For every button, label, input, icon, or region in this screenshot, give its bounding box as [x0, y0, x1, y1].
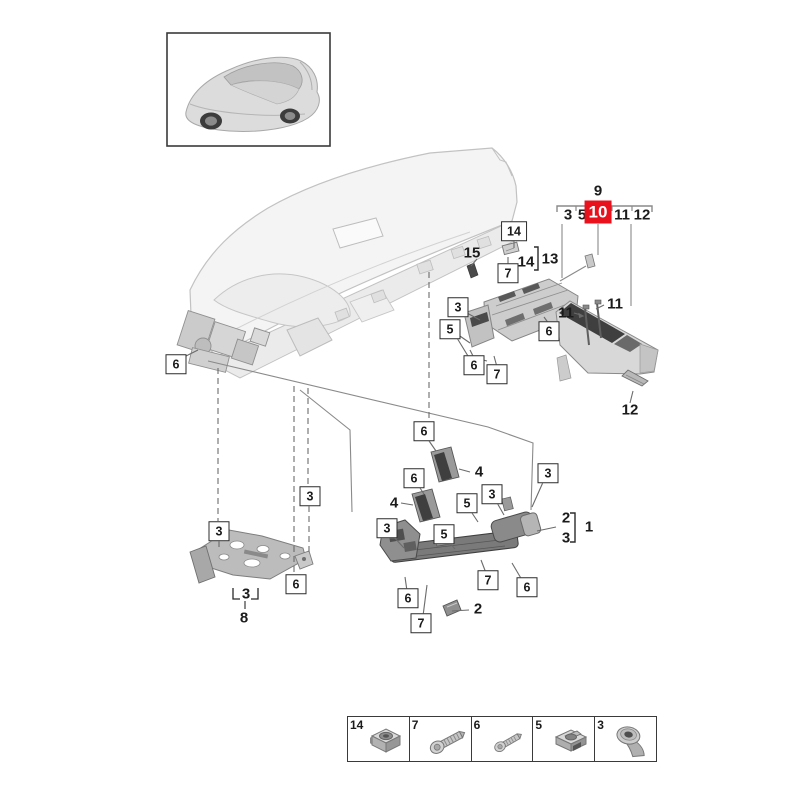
- callout-3[interactable]: 3: [299, 486, 321, 506]
- callout-15[interactable]: 15: [463, 244, 481, 262]
- fastener-legend: 14 7 6 5 3: [347, 716, 657, 762]
- callout-11[interactable]: 11: [607, 295, 623, 313]
- callout-6[interactable]: 6: [516, 577, 538, 597]
- cage-nut-icon: [364, 722, 408, 758]
- callout-8[interactable]: 8: [239, 609, 249, 627]
- callout-3[interactable]: 3: [376, 518, 398, 538]
- callout-3[interactable]: 3: [208, 521, 230, 541]
- callout-5[interactable]: 5: [439, 319, 461, 339]
- air-vents: [411, 446, 460, 523]
- legend-cell-3: 3: [595, 717, 656, 761]
- callout-12[interactable]: 12: [621, 401, 639, 419]
- callout-6[interactable]: 6: [165, 354, 187, 374]
- grommet-nut-icon: [611, 722, 655, 758]
- callout-6[interactable]: 6: [397, 588, 419, 608]
- legend-number: 7: [411, 718, 419, 732]
- clip-2: [442, 599, 462, 617]
- clip-12: [621, 369, 649, 387]
- legend-cell-7: 7: [410, 717, 472, 761]
- callout-6[interactable]: 6: [403, 468, 425, 488]
- callout-14[interactable]: 14: [517, 253, 535, 271]
- callout-2[interactable]: 2: [561, 509, 571, 527]
- callout-7[interactable]: 7: [477, 570, 499, 590]
- callout-3[interactable]: 3: [481, 484, 503, 504]
- screw-small-icon: [487, 722, 531, 758]
- legend-cell-5: 5: [533, 717, 596, 761]
- bracket-13-14-fastener: [501, 241, 520, 256]
- vehicle-thumbnail: [166, 32, 331, 147]
- callout-7[interactable]: 7: [410, 613, 432, 633]
- legend-cell-6: 6: [472, 717, 534, 761]
- clip-10-bracket: [584, 253, 596, 269]
- callout-12[interactable]: 12: [633, 206, 651, 224]
- callout-4[interactable]: 4: [474, 463, 484, 481]
- lower-support-assembly: [379, 496, 542, 563]
- dashboard-assembly: [176, 147, 518, 379]
- callout-6[interactable]: 6: [538, 321, 560, 341]
- callout-3[interactable]: 3: [563, 206, 573, 224]
- callout-highlighted-10[interactable]: 10: [584, 200, 612, 224]
- callout-9[interactable]: 9: [593, 182, 603, 200]
- callout-5[interactable]: 5: [433, 524, 455, 544]
- callout-13[interactable]: 13: [541, 250, 559, 268]
- callout-3[interactable]: 3: [561, 529, 571, 547]
- callout-7[interactable]: 7: [497, 263, 519, 283]
- legend-number: 5: [535, 718, 543, 732]
- callout-4[interactable]: 4: [389, 494, 399, 512]
- callout-6[interactable]: 6: [463, 355, 485, 375]
- legend-number: 14: [350, 718, 364, 732]
- callout-5[interactable]: 5: [577, 206, 587, 224]
- callout-11[interactable]: 11: [614, 206, 630, 224]
- legend-number: 3: [597, 718, 604, 732]
- callout-2[interactable]: 2: [473, 600, 483, 618]
- clip-nut-icon: [549, 722, 593, 758]
- callout-11[interactable]: 11: [558, 304, 574, 322]
- screw-large-icon: [426, 722, 470, 758]
- callout-3[interactable]: 3: [537, 463, 559, 483]
- callout-5[interactable]: 5: [456, 493, 478, 513]
- mounting-bracket-8: [189, 529, 314, 584]
- callout-6[interactable]: 6: [285, 574, 307, 594]
- callout-1[interactable]: 1: [584, 518, 594, 536]
- callout-3[interactable]: 3: [447, 297, 469, 317]
- clip-15: [466, 262, 479, 279]
- callout-3[interactable]: 3: [241, 585, 251, 603]
- legend-number: 6: [473, 718, 481, 732]
- callout-7[interactable]: 7: [486, 364, 508, 384]
- callout-6[interactable]: 6: [413, 421, 435, 441]
- callout-14[interactable]: 14: [501, 221, 527, 241]
- legend-cell-14: 14: [348, 717, 410, 761]
